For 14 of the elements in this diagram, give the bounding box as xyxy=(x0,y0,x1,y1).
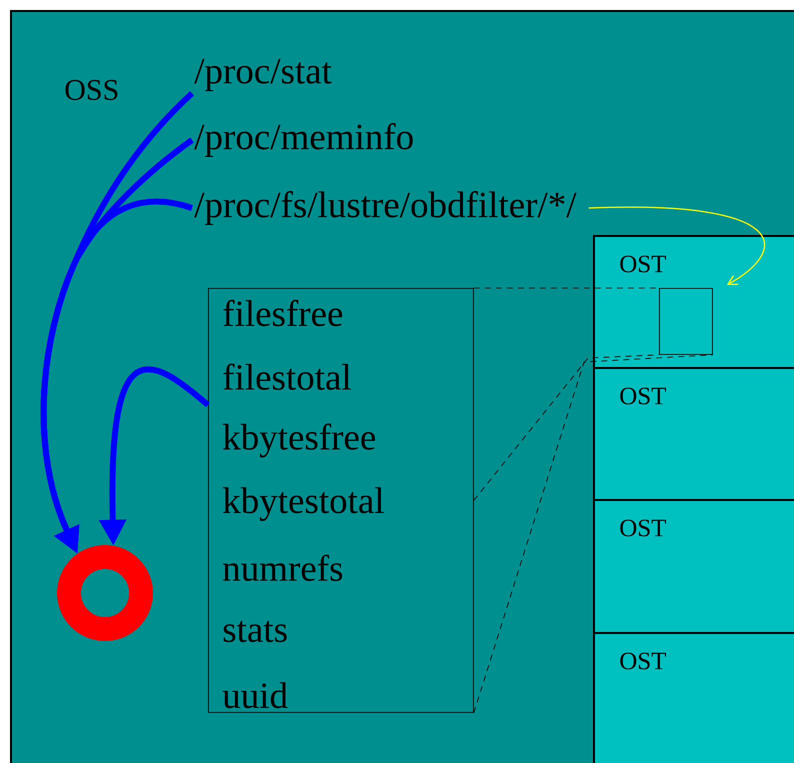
ring-symbol xyxy=(57,545,153,641)
storage-target-box: OST xyxy=(593,632,794,763)
storage-target-box: OST xyxy=(593,367,794,501)
panel-label: OSS xyxy=(65,80,118,100)
path-label: /proc/stat xyxy=(194,58,332,92)
dashed-line xyxy=(473,354,714,714)
dashed-line xyxy=(473,354,660,501)
storage-target-box: OST xyxy=(593,235,794,369)
small-square xyxy=(659,288,713,355)
field-list-box: filesfree filestotal kbytesfree kbytestotal numrefs stats uuid xyxy=(208,288,474,713)
path-label: /proc/fs/lustre/obdfilter/*/ xyxy=(194,191,576,225)
storage-target-box: OST xyxy=(593,499,794,634)
path-label: /proc/meminfo xyxy=(194,123,413,157)
arrow xyxy=(588,206,765,286)
